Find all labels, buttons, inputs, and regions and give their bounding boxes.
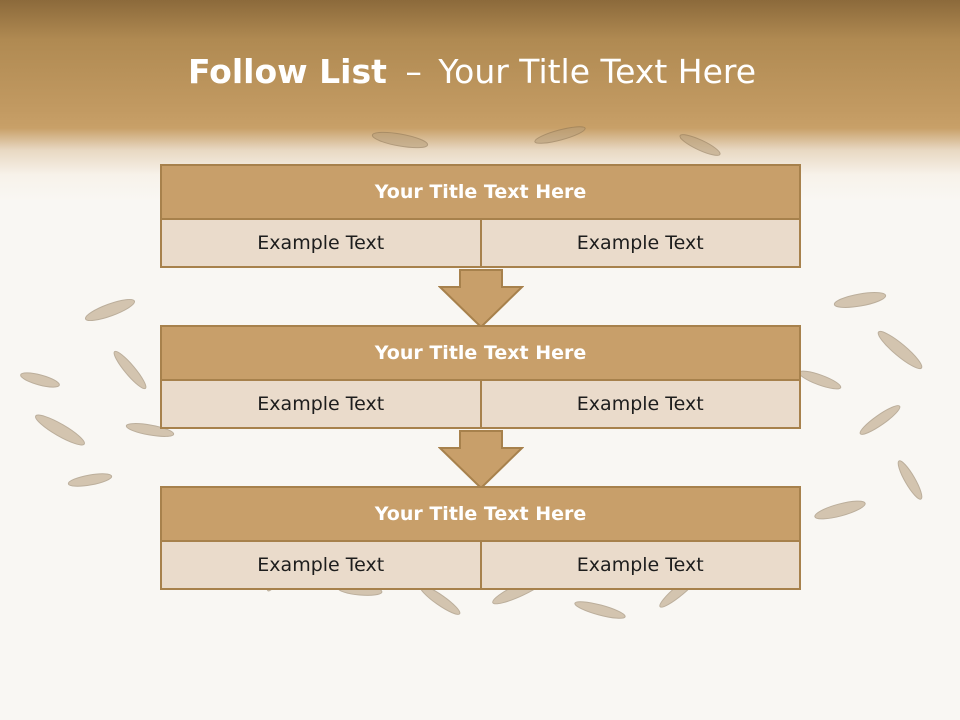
block-cell-right[interactable]: Example Text <box>481 381 801 429</box>
block-title[interactable]: Your Title Text Here <box>160 164 801 220</box>
block-cell-left[interactable]: Example Text <box>160 542 482 590</box>
slide-title-dash: – <box>405 52 422 91</box>
caraway-seeds-background <box>20 126 923 619</box>
block-cell-right[interactable]: Example Text <box>481 220 801 268</box>
block-cell-left[interactable]: Example Text <box>160 381 482 429</box>
slide-title-rest: Your Title Text Here <box>438 52 757 91</box>
slide-title-bold: Follow List <box>187 52 387 91</box>
block-title[interactable]: Your Title Text Here <box>160 325 801 381</box>
block-row: Example Text Example Text <box>160 220 801 268</box>
list-block-3: Your Title Text Here Example Text Exampl… <box>160 486 801 590</box>
block-cell-right[interactable]: Example Text <box>481 542 801 590</box>
list-block-2: Your Title Text Here Example Text Exampl… <box>160 325 801 429</box>
down-arrow-icon <box>438 269 524 329</box>
down-arrow-icon <box>438 430 524 490</box>
block-row: Example Text Example Text <box>160 381 801 429</box>
list-block-1: Your Title Text Here Example Text Exampl… <box>160 164 801 268</box>
slide-title: Follow List – Your Title Text Here <box>0 52 944 91</box>
block-title[interactable]: Your Title Text Here <box>160 486 801 542</box>
block-cell-left[interactable]: Example Text <box>160 220 482 268</box>
block-row: Example Text Example Text <box>160 542 801 590</box>
